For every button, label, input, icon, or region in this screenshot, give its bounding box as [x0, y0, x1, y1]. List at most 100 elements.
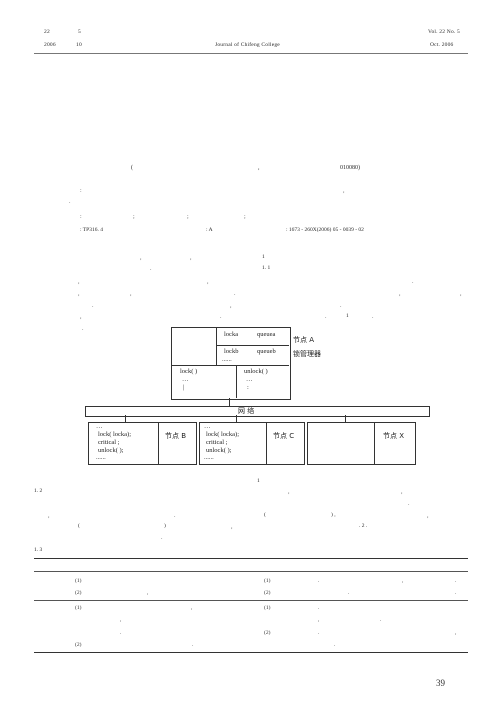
node-c-box — [199, 422, 305, 465]
table-cell: , — [402, 578, 404, 584]
table-top-rule — [34, 558, 468, 559]
body-mark: , — [130, 291, 132, 297]
table-cell: (2) — [264, 630, 271, 636]
lock-function-label: lock( ) — [180, 368, 198, 375]
node-c-critical: critical ; — [206, 439, 228, 446]
node-b-critical: critical ; — [98, 439, 120, 446]
table-cell: . — [380, 617, 382, 623]
node-b-box — [88, 422, 197, 465]
table-cell: . — [455, 590, 457, 596]
body-mark: . — [412, 279, 414, 285]
table-bottom-rule — [34, 652, 468, 653]
queue-locka-label: locka — [224, 331, 239, 338]
abstract-comma: , — [343, 188, 345, 194]
table-group-rule — [34, 600, 468, 601]
body-mark: . — [408, 501, 410, 507]
figure-1-ref: 1 — [346, 313, 349, 319]
unlock-function-label: unlock( ) — [244, 368, 268, 375]
header-date: Oct. 2006 — [430, 42, 454, 48]
node-c-tail-ellipsis: ...... — [204, 454, 214, 461]
header-month: 10 — [76, 42, 82, 48]
article-number: : 1673 - 260X(2006) 05 - 0039 - 02 — [286, 227, 364, 233]
lock-unlock-divider — [236, 365, 237, 398]
queue-lockb-label: lockb — [224, 348, 239, 355]
body-mark: , — [48, 513, 50, 519]
lock-manager-label: 锁管理器 — [293, 350, 321, 358]
table-cell: , — [318, 617, 320, 623]
table-cell: . — [455, 578, 457, 584]
body-mark: . — [372, 314, 374, 320]
table-cell: , — [120, 617, 122, 623]
body-mark: . — [150, 266, 152, 272]
queue-ellipsis: ...... — [222, 356, 232, 363]
table-cell: (2) — [75, 590, 82, 596]
affiliation-postcode: 010080) — [340, 165, 360, 171]
header-volume: 22 — [44, 29, 50, 35]
table-cell: (1) — [264, 605, 271, 611]
queue-table-divider — [216, 345, 289, 346]
body-mark: . — [161, 535, 163, 541]
keywords-colon: : — [80, 214, 82, 220]
header-year: 2006 — [44, 42, 56, 48]
affiliation-open-paren: ( — [131, 165, 133, 171]
queue-table-left-border — [216, 327, 217, 365]
body-mark: , — [140, 255, 142, 261]
body-mark: . — [174, 513, 176, 519]
node-x-box — [307, 422, 416, 465]
node-c-connector — [236, 415, 237, 422]
body-mark: , — [80, 314, 82, 320]
body-mark: , — [427, 513, 429, 519]
abstract-colon: : — [80, 188, 82, 194]
table-cell: (1) — [75, 605, 82, 611]
section-1-number: 1 — [262, 254, 265, 260]
lock-bar: | — [183, 384, 185, 391]
body-mark: , — [401, 489, 403, 495]
table-cell: . — [318, 605, 320, 611]
paren-open: ( — [78, 523, 80, 529]
node-c-unlock-call: unlock( ); — [206, 447, 232, 454]
table-cell: , — [191, 605, 193, 611]
node-a-label: 节点 A — [293, 336, 315, 344]
node-c-label: 节点 C — [273, 432, 295, 440]
table-cell: , — [455, 630, 457, 636]
body-mark: . — [82, 326, 84, 332]
classification-number: : TP316. 4 — [80, 227, 103, 233]
node-c-lock-call: lock( locka); — [206, 431, 240, 438]
body-mark: . — [220, 314, 222, 320]
keywords-semi-3: ; — [244, 214, 246, 220]
network-label: 网 络 — [238, 407, 255, 415]
node-x-divider — [374, 422, 375, 464]
unlock-ellipsis: … — [246, 376, 253, 383]
header-vol-no: Vol. 22 No. 5 — [428, 29, 460, 35]
table-cell: , — [147, 590, 149, 596]
lock-ellipsis: … — [182, 376, 189, 383]
node-b-connector — [125, 415, 126, 422]
unlock-bar: : — [247, 384, 249, 391]
body-mark: . — [234, 291, 236, 297]
table-cell: (1) — [75, 578, 82, 584]
queue-queueb-label: queueb — [257, 348, 276, 355]
table-cell: (2) — [75, 642, 82, 648]
body-mark: , — [78, 279, 80, 285]
table-cell: . — [318, 630, 320, 636]
keywords-semi-1: ; — [133, 214, 135, 220]
node-a-box — [171, 327, 291, 400]
body-mark: , — [207, 279, 209, 285]
node-a-connector — [229, 398, 230, 406]
body-mark: , — [78, 291, 80, 297]
document-code: : A — [206, 227, 213, 233]
body-mark: , — [288, 489, 290, 495]
table-cell: . — [192, 642, 194, 648]
body-mark: . — [340, 303, 342, 309]
figure-2-ref: . 2 . — [359, 523, 368, 529]
page-number: 39 — [436, 678, 445, 688]
network-bar — [85, 406, 430, 417]
queue-table-bottom — [171, 365, 289, 366]
body-mark: , — [460, 291, 462, 297]
node-b-lock-call: lock( locka); — [98, 431, 132, 438]
header-issue: 5 — [78, 29, 81, 35]
body-mark: , — [231, 524, 233, 530]
table-cell: . — [334, 642, 336, 648]
section-1-1-label: 1. 1 — [262, 265, 271, 271]
